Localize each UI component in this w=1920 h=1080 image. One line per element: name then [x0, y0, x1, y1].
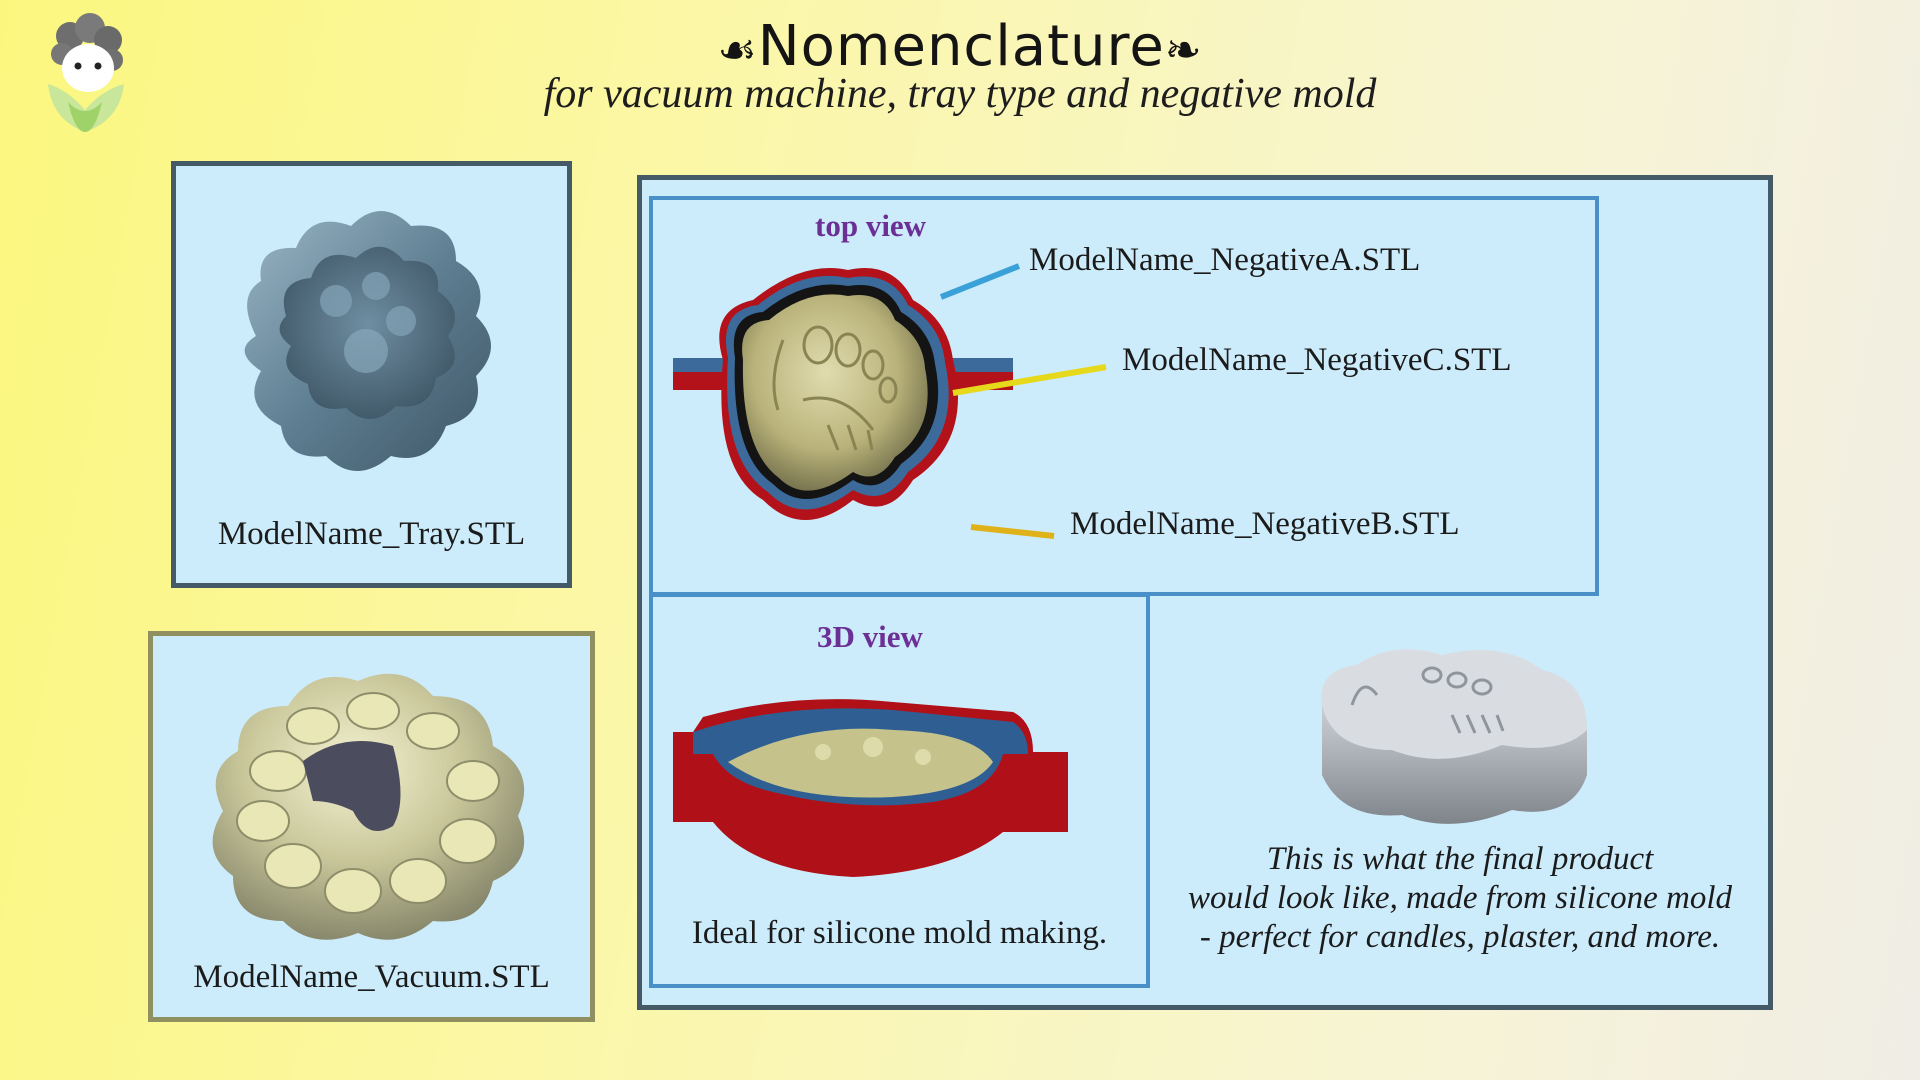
page-title: ☙Nomenclature❧ [0, 14, 1920, 79]
top-view-mold-image [673, 250, 1013, 550]
negative-mold-panel: top view [637, 175, 1773, 1010]
final-product-line: This is what the final product [1266, 841, 1654, 877]
top-view-callout-lines [653, 200, 1595, 592]
brand-logo [40, 10, 130, 135]
3d-view-title: 3D view [817, 619, 923, 654]
tray-label: ModelName_Tray.STL [217, 516, 526, 552]
page-title-text: Nomenclature [757, 14, 1165, 79]
final-product-image [1302, 635, 1602, 835]
3d-view-caption: Ideal for silicone mold making. [691, 915, 1108, 951]
vacuum-model-image [193, 651, 553, 951]
page-subtitle: for vacuum machine, tray type and negati… [543, 71, 1377, 117]
vacuum-panel: ModelName_Vacuum.STL [148, 631, 595, 1022]
tray-panel: ModelName_Tray.STL [171, 161, 572, 588]
callout-negative-a-label: ModelName_NegativeA.STL [1029, 242, 1421, 278]
3d-view-panel: 3D view Ideal for silicone mold making. [649, 593, 1150, 988]
tray-model-image [216, 186, 526, 506]
3d-view-mold-image [673, 692, 1093, 882]
top-view-title: top view [815, 208, 927, 243]
vacuum-label: ModelName_Vacuum.STL [193, 959, 550, 995]
flourish-left-icon: ☙ [717, 25, 758, 76]
final-product-line: - perfect for candles, plaster, and more… [1199, 919, 1721, 955]
callout-line-negative-a [939, 263, 1021, 300]
final-product-note: This is what the final product would loo… [1150, 840, 1770, 957]
callout-line-negative-c [952, 364, 1107, 396]
flourish-right-icon: ❧ [1164, 25, 1203, 76]
callout-negative-c-label: ModelName_NegativeC.STL [1122, 342, 1512, 378]
top-view-panel: top view [649, 196, 1599, 596]
final-product-line: would look like, made from silicone mold [1187, 880, 1733, 916]
callout-line-negative-b [970, 524, 1055, 539]
callout-negative-b-label: ModelName_NegativeB.STL [1070, 506, 1460, 542]
